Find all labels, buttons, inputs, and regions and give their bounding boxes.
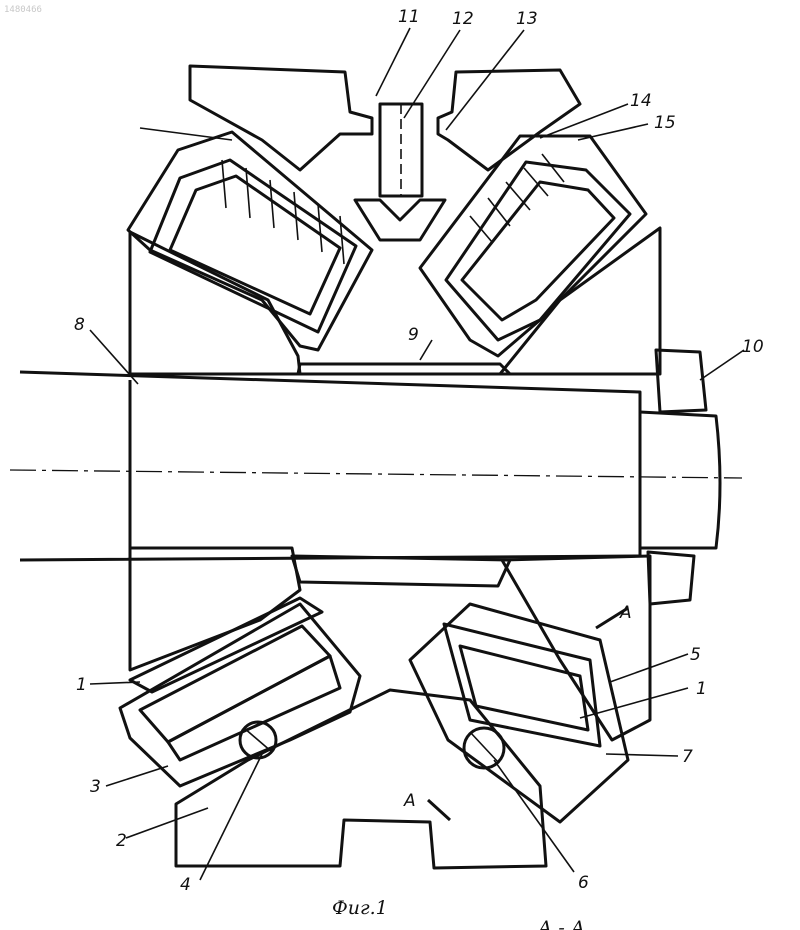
- nut-10-upper: [656, 350, 706, 412]
- label-13: 13: [516, 9, 538, 29]
- label-4: 4: [180, 875, 191, 895]
- label-7: 7: [682, 747, 693, 767]
- label-15: 15: [654, 113, 676, 133]
- label-1-right: 1: [696, 679, 707, 699]
- label-2: 2: [116, 831, 127, 851]
- label-6: 6: [578, 873, 589, 893]
- section-mark: А - А: [536, 917, 585, 930]
- label-8: 8: [74, 315, 85, 335]
- sleeve-9-upper: [298, 364, 510, 374]
- watermark-text: 1480466: [4, 5, 42, 15]
- label-3: 3: [90, 777, 101, 797]
- top-clamp-head: [190, 66, 580, 240]
- body-lower-right-5: [502, 556, 650, 740]
- label-5: 5: [690, 645, 701, 665]
- label-11: 11: [398, 7, 420, 27]
- shaft-8: [10, 372, 742, 560]
- leader-lines: [90, 28, 744, 880]
- figure-caption: Фиг.1: [332, 897, 388, 919]
- label-14: 14: [630, 91, 652, 111]
- label-section-A-lower: А: [403, 791, 416, 811]
- label-1-left: 1: [76, 675, 87, 695]
- label-12: 12: [452, 9, 474, 29]
- center-axis-line: [10, 470, 742, 478]
- lower-left-roller-unit: [120, 598, 360, 786]
- label-10: 10: [742, 337, 764, 357]
- nut-10-lower: [648, 552, 694, 604]
- label-section-A-upper: А: [619, 603, 632, 623]
- upper-right-cage: [420, 136, 646, 356]
- upper-left-cage: [128, 132, 372, 350]
- bottom-clamp-head-2: [176, 690, 546, 868]
- section-arrow-lower: [428, 800, 450, 820]
- sleeve-9-lower: [292, 556, 510, 586]
- label-9: 9: [408, 325, 419, 345]
- body-upper-right: [500, 228, 660, 374]
